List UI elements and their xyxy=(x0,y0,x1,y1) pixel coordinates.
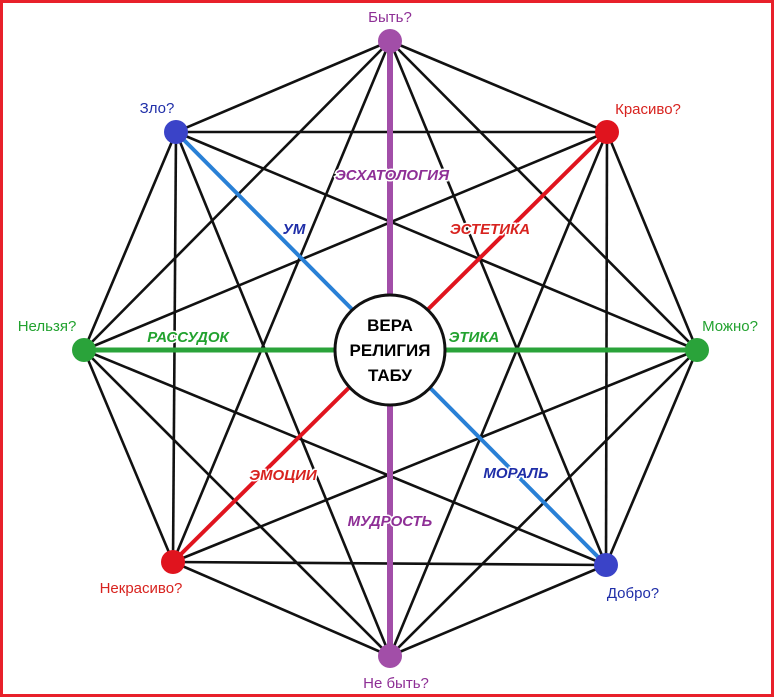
edge-5-7 xyxy=(171,131,178,563)
center-line-1: ВЕРА xyxy=(367,316,413,335)
edge-2-7 xyxy=(175,130,698,352)
node-bottom-right xyxy=(594,553,618,577)
edge-6-7 xyxy=(82,131,178,351)
node-bottom-left xyxy=(161,550,185,574)
label-wisdom: МУДРОСТЬ xyxy=(348,513,433,530)
edge-5-6 xyxy=(82,349,175,563)
edge-4-5 xyxy=(172,560,391,658)
edge-0-3 xyxy=(388,40,608,566)
node-label-left: Нельзя? xyxy=(18,318,77,335)
node-label-top-right: Красиво? xyxy=(615,101,681,118)
edge-1-6 xyxy=(83,130,608,352)
node-left xyxy=(72,338,96,362)
node-right xyxy=(685,338,709,362)
label-emotions: ЭМОЦИИ xyxy=(249,467,318,484)
label-mind: УМ xyxy=(283,221,306,238)
label-reason: РАССУДОК xyxy=(147,329,230,346)
node-label-bottom-left: Некрасиво? xyxy=(100,580,183,597)
center-circle xyxy=(333,293,447,407)
node-label-top-left: Зло? xyxy=(140,100,175,117)
node-label-right: Можно? xyxy=(702,318,758,335)
edge-3-6 xyxy=(83,348,607,567)
node-label-top: Быть? xyxy=(368,9,412,26)
graph-nodes xyxy=(72,29,709,668)
center-line-3: ТАБУ xyxy=(368,366,412,385)
label-morality: МОРАЛЬ xyxy=(483,465,549,482)
edge-4-7 xyxy=(174,131,392,657)
edge-2-3 xyxy=(604,349,699,566)
node-label-bottom: Не быть? xyxy=(363,675,429,692)
node-top-left xyxy=(164,120,188,144)
edge-3-4 xyxy=(389,563,607,658)
node-bottom xyxy=(378,644,402,668)
edge-1-4 xyxy=(388,131,609,657)
edge-4-6 xyxy=(83,349,391,657)
edge-1-2 xyxy=(605,131,699,351)
label-eschatology: ЭСХАТОЛОГИЯ xyxy=(335,167,450,184)
node-top xyxy=(378,29,402,53)
label-ethics: ЭТИКА xyxy=(449,329,500,346)
edge-0-7 xyxy=(175,39,391,134)
node-label-bottom-right: Добро? xyxy=(607,585,659,602)
center-line-2: РЕЛИГИЯ xyxy=(350,341,431,360)
node-top-right xyxy=(595,120,619,144)
label-aesthetics: ЭСТЕТИКА xyxy=(450,221,530,238)
edge-0-1 xyxy=(389,39,608,134)
